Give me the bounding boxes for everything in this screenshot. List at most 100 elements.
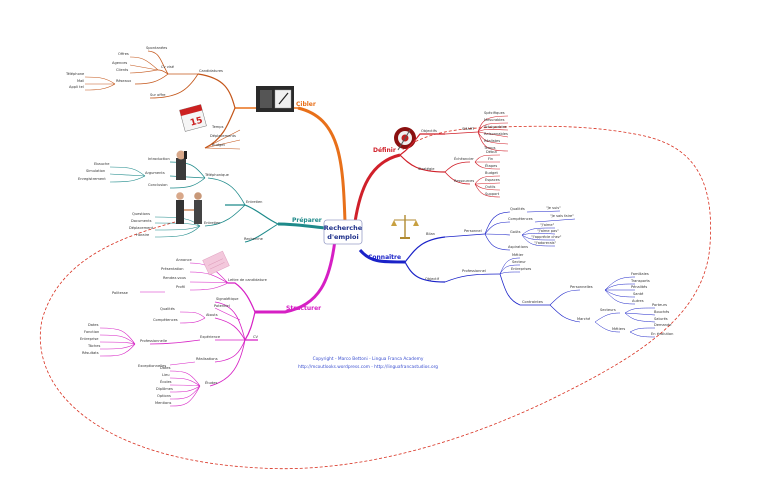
node-realistes: Réalistes <box>484 139 500 143</box>
node-cv: CV <box>253 335 259 339</box>
node-candidatures: Candidatures <box>199 69 223 73</box>
node-j-aime-pas: "J'aime pas" <box>537 229 559 233</box>
node-budget-res: Budget <box>485 171 499 175</box>
branch-cibler: Cibler Candidatures Spontanées Cv visé O… <box>65 46 347 223</box>
node-metiers: Métiers <box>612 327 625 331</box>
svg-text:15: 15 <box>189 116 204 129</box>
node-debut: Début <box>486 150 498 154</box>
node-autres: Autres <box>632 299 644 303</box>
label-definir: Définir <box>373 147 396 154</box>
node-support: Support <box>485 192 500 196</box>
node-contraintes: Contraintes <box>522 300 543 304</box>
node-profil: Profil <box>176 285 185 289</box>
node-marche: Marché <box>577 317 591 321</box>
node-introduction: Introduction <box>148 157 170 161</box>
node-lieu: Lieu <box>162 373 170 377</box>
node-etudes: Études <box>205 380 217 385</box>
node-offres: Offres <box>118 52 129 56</box>
node-competences-c: Compétences <box>508 217 533 221</box>
node-mentions: Mentions <box>155 401 171 405</box>
node-transports: Transports <box>630 279 650 283</box>
node-entreprises: Entreprises <box>511 267 531 271</box>
connector-definir <box>353 153 401 223</box>
node-temps: Temps <box>211 125 224 129</box>
node-espaces: Espaces <box>485 178 500 182</box>
node-entretien-1: Entretien <box>246 200 262 204</box>
node-dates-exp: Dates <box>88 323 99 327</box>
node-mail: Mail <box>77 79 84 83</box>
node-professionnel: Professionnel <box>462 269 486 273</box>
toolbox-icon <box>256 86 294 112</box>
node-secteurs: Secteurs <box>600 308 616 312</box>
paper-icon <box>202 250 230 276</box>
node-presentation: Présentation <box>161 267 184 271</box>
branch-connaitre: Connaître Bilan Personnel Qualités "Je s… <box>358 206 673 338</box>
node-sur-offre: Sur offre <box>150 93 166 97</box>
node-annonce: Annonce <box>176 258 192 262</box>
branch-preparer: Préparer Entretien Téléphonique Introduc… <box>78 150 326 243</box>
connector-cibler <box>297 106 347 223</box>
node-j-aime: "J'aime" <box>540 223 555 227</box>
node-fonction: Fonction <box>84 330 99 334</box>
node-gouts: Goûts <box>510 230 521 234</box>
node-entretien-2: Entretien <box>204 221 220 225</box>
node-deplacements: Déplacements <box>210 134 236 138</box>
node-echeancier: Échéancier <box>454 156 474 161</box>
node-je-sais-faire: "Je sais faire" <box>550 214 574 218</box>
branch-structurer: Structurer Lettre de candidature Annonce… <box>80 239 337 407</box>
node-lettre-candidature: Lettre de candidature <box>228 278 268 282</box>
scales-icon <box>391 215 419 239</box>
node-agences: Agences <box>112 61 127 65</box>
node-qualites: Qualités <box>160 307 175 311</box>
node-cv-vise: Cv visé <box>161 65 175 69</box>
node-resultats: Résultats <box>82 351 99 355</box>
node-personnelles: Personnelles <box>570 285 593 289</box>
node-competences: Compétences <box>153 318 178 322</box>
node-outils: Outils <box>485 185 496 189</box>
label-connaitre: Connaître <box>368 254 401 261</box>
label-structurer: Structurer <box>286 305 321 312</box>
node-potentiel: Potentiel <box>214 304 230 308</box>
central-title-2: d'emploi <box>327 233 358 241</box>
node-budget: Budget <box>212 143 226 147</box>
copyright-line-1: Copyright - Marco Bettoni - Lingua Franc… <box>313 356 424 362</box>
connector-preparer <box>277 222 326 230</box>
node-dates-etu: Dates <box>160 366 171 370</box>
node-raisonnables: Raisonnables <box>484 132 508 136</box>
node-politesse: Politesse <box>112 291 129 295</box>
central-title-1: Recherche <box>324 224 363 232</box>
node-aspirations: Aspirations <box>508 245 528 249</box>
branch-definir: Définir Objectifs SMART Spécifiques Mesu… <box>353 111 509 223</box>
node-mesurables: Mesurables <box>484 118 505 122</box>
node-demande: Demande <box>654 323 672 327</box>
node-questions: Questions <box>132 212 150 216</box>
node-objectif: Objectif <box>425 277 440 281</box>
node-atteignables: Atteignables <box>484 125 507 129</box>
node-temps-smart: Temps <box>483 146 496 150</box>
node-enregistrement: Enregistrement <box>78 177 106 181</box>
copyright-line-2: http://mcoutlooks.wordpress.com - http:/… <box>298 364 438 370</box>
node-horaire: Horaire <box>136 233 150 237</box>
node-ebauche: Ebauche <box>94 162 110 166</box>
node-professionnelle: Professionnelle <box>140 339 168 343</box>
node-familiales: Familiales <box>631 272 649 276</box>
node-secteur: Secteur <box>512 260 526 264</box>
node-exceptionnelles: Exceptionnelles <box>138 364 166 368</box>
node-bilan: Bilan <box>426 232 435 236</box>
node-realisations: Réalisations <box>196 357 218 361</box>
node-penalites: Pénalités <box>631 285 647 289</box>
node-je-suis: "Je suis" <box>546 206 561 210</box>
connector-structurer <box>255 239 337 314</box>
node-j-adorerais: "J'adorerais" <box>534 241 557 245</box>
node-arguments: Arguments <box>145 171 165 175</box>
node-recherche: Recherche <box>244 237 264 241</box>
handshake-icon <box>176 192 202 224</box>
node-telephone: Téléphone <box>65 72 85 76</box>
node-smart: SMART <box>462 127 475 131</box>
node-diplomes: Diplômes <box>156 387 173 391</box>
node-j-apprecie: "J'apprécie chez" <box>531 235 562 239</box>
node-simulation: Simulation <box>86 169 105 173</box>
central-node: Recherche d'emploi <box>323 219 363 245</box>
node-entreprise: Entreprise <box>80 337 99 341</box>
